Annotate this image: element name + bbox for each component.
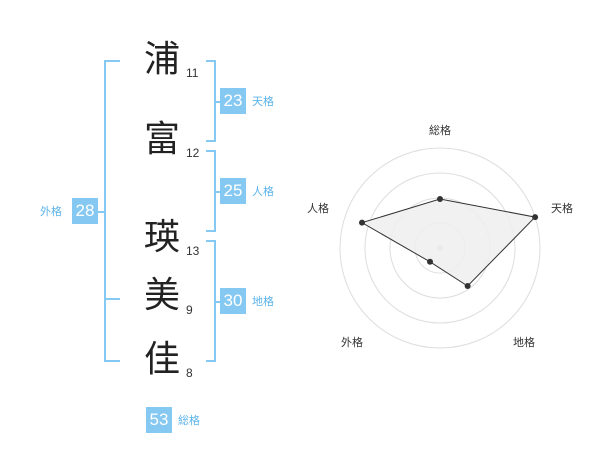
name-char-5: 佳 <box>143 339 180 380</box>
radar-points <box>359 196 539 290</box>
radar-point <box>359 219 366 226</box>
chikaku-label: 地格 <box>252 295 274 308</box>
gaikaku-value: 28 <box>72 198 98 224</box>
stroke-count-2: 12 <box>186 146 200 160</box>
soukaku-label: 総格 <box>178 414 200 427</box>
name-char-2: 富 <box>143 119 180 160</box>
radar-point <box>464 283 471 290</box>
chikaku-connector <box>214 301 220 303</box>
tenkaku-label: 天格 <box>252 95 274 108</box>
radar-label-chikaku: 地格 <box>513 335 535 349</box>
name-char-4: 美 <box>143 275 180 316</box>
gaikaku-label: 外格 <box>40 205 62 218</box>
gaikaku-divider <box>104 298 120 300</box>
radar-point <box>427 258 434 265</box>
name-char-3: 瑛 <box>143 217 180 258</box>
stroke-count-4: 9 <box>186 303 193 317</box>
chikaku-value: 30 <box>220 288 246 314</box>
name-char-1: 浦 <box>143 39 180 80</box>
soukaku-value: 53 <box>146 407 172 433</box>
stroke-count-1: 11 <box>186 66 199 80</box>
radar-shape <box>360 198 537 287</box>
radar-label-tenkaku: 天格 <box>551 201 573 215</box>
stroke-count-3: 13 <box>186 244 200 258</box>
jinkaku-connector <box>214 191 220 193</box>
tenkaku-value: 23 <box>220 88 246 114</box>
radar-point <box>532 214 539 221</box>
radar-point <box>437 196 443 202</box>
gaikaku-connector <box>98 211 106 213</box>
jinkaku-label: 人格 <box>252 185 274 198</box>
stroke-count-5: 8 <box>186 366 193 380</box>
radar-label-soukaku: 総格 <box>429 123 451 137</box>
radar-ring <box>364 172 516 324</box>
radar-ring <box>339 147 541 349</box>
jinkaku-value: 25 <box>220 178 246 204</box>
radar-label-gaikaku: 外格 <box>341 335 363 349</box>
radar-label-jinkaku: 人格 <box>307 201 329 215</box>
tenkaku-connector <box>214 101 220 103</box>
